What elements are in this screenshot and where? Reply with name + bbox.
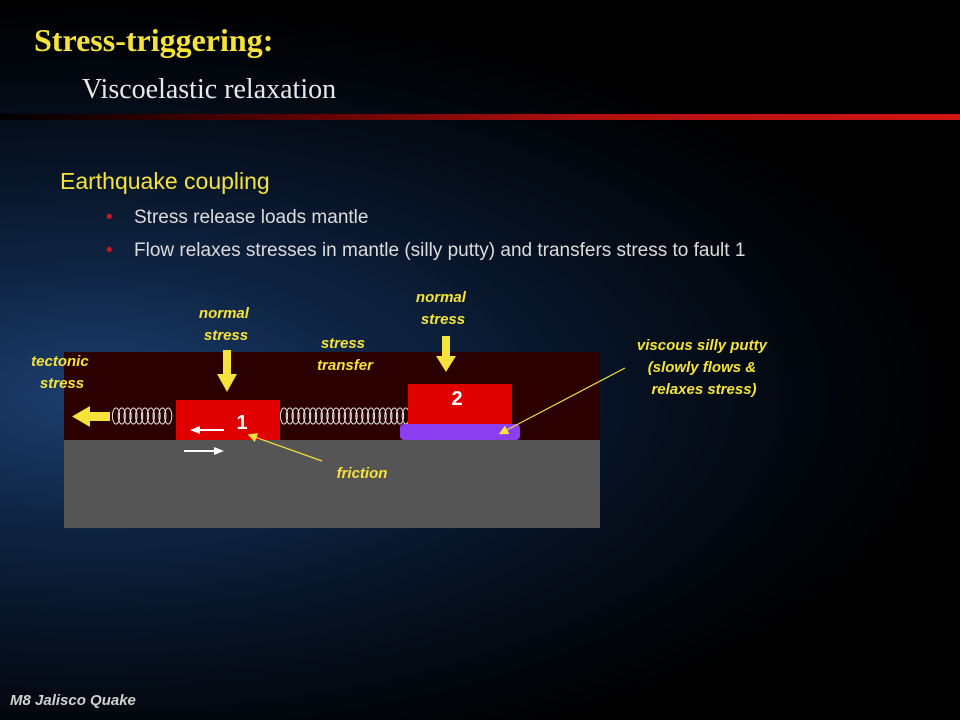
block-1-label: 1	[236, 412, 247, 434]
spring-coil	[349, 407, 358, 425]
slide-title: Stress-triggering:	[34, 22, 274, 58]
spring-coil	[291, 407, 300, 425]
spring-coil	[378, 407, 387, 425]
spring-coil	[384, 407, 393, 425]
bullet-dot-icon: •	[106, 240, 113, 261]
spring-coil	[146, 407, 155, 425]
viscous-putty-label: viscous silly putty (slowly flows & rela…	[637, 337, 771, 398]
spring-coil	[123, 407, 132, 425]
block-2-label: 2	[451, 388, 462, 410]
slide-subtitle: Viscoelastic relaxation	[82, 74, 337, 105]
spring-coil	[117, 407, 126, 425]
bullet-item: • Flow relaxes stresses in mantle (silly…	[106, 240, 746, 262]
spring-coil	[326, 407, 335, 425]
normal-stress-1-label: normal stress	[199, 305, 253, 344]
putty-leader-line	[498, 367, 626, 435]
spring-coil	[140, 407, 150, 425]
normal-stress-2-label: normal stress	[416, 289, 470, 328]
normal-stress-arrow-1-icon	[217, 350, 237, 392]
spring-coil	[337, 407, 347, 425]
spring-coil	[158, 407, 167, 425]
spring-coil	[111, 407, 121, 425]
stress-transfer-label: stress transfer	[317, 335, 374, 374]
spring-coil	[152, 407, 161, 425]
friction-label: friction	[337, 465, 388, 482]
spring-coil	[285, 407, 294, 425]
spring-coil	[366, 407, 376, 425]
footer-caption: M8 Jalisco Quake	[10, 692, 136, 709]
bullet-item: • Stress release loads mantle	[106, 207, 369, 229]
spring-coil	[279, 407, 289, 425]
spring-coil	[308, 407, 318, 425]
spring-coils	[111, 407, 410, 425]
tectonic-arrow-icon	[72, 406, 110, 427]
title-divider	[0, 114, 960, 120]
spring-coil	[390, 407, 399, 425]
spring-coil	[303, 407, 312, 425]
bullet-dot-icon: •	[106, 207, 113, 228]
viscous-putty	[400, 424, 520, 440]
fault-block-2	[408, 384, 512, 424]
fault-block-1	[176, 400, 280, 440]
spring-coil	[164, 407, 173, 425]
spring-coil	[332, 407, 341, 425]
spring-coil	[395, 407, 405, 425]
spring-coil	[135, 407, 144, 425]
spring-coil	[372, 407, 381, 425]
friction-leader-line	[247, 433, 323, 462]
normal-stress-arrow-2-icon	[436, 336, 456, 372]
spring-coil	[355, 407, 364, 425]
spring-coil	[129, 407, 138, 425]
slip-arrow-left-icon	[190, 426, 224, 434]
spring-coil	[361, 407, 370, 425]
section-heading: Earthquake coupling	[60, 168, 270, 194]
spring-coil	[314, 407, 323, 425]
spring-coil	[343, 407, 352, 425]
mantle-layer	[64, 440, 600, 528]
bullet-text: Flow relaxes stresses in mantle (silly p…	[134, 240, 746, 261]
spring-coil	[320, 407, 329, 425]
slip-arrow-right-icon	[184, 447, 224, 455]
bullet-text: Stress release loads mantle	[134, 207, 369, 228]
tectonic-stress-label: tectonic stress	[31, 353, 93, 392]
spring-coil	[297, 407, 306, 425]
